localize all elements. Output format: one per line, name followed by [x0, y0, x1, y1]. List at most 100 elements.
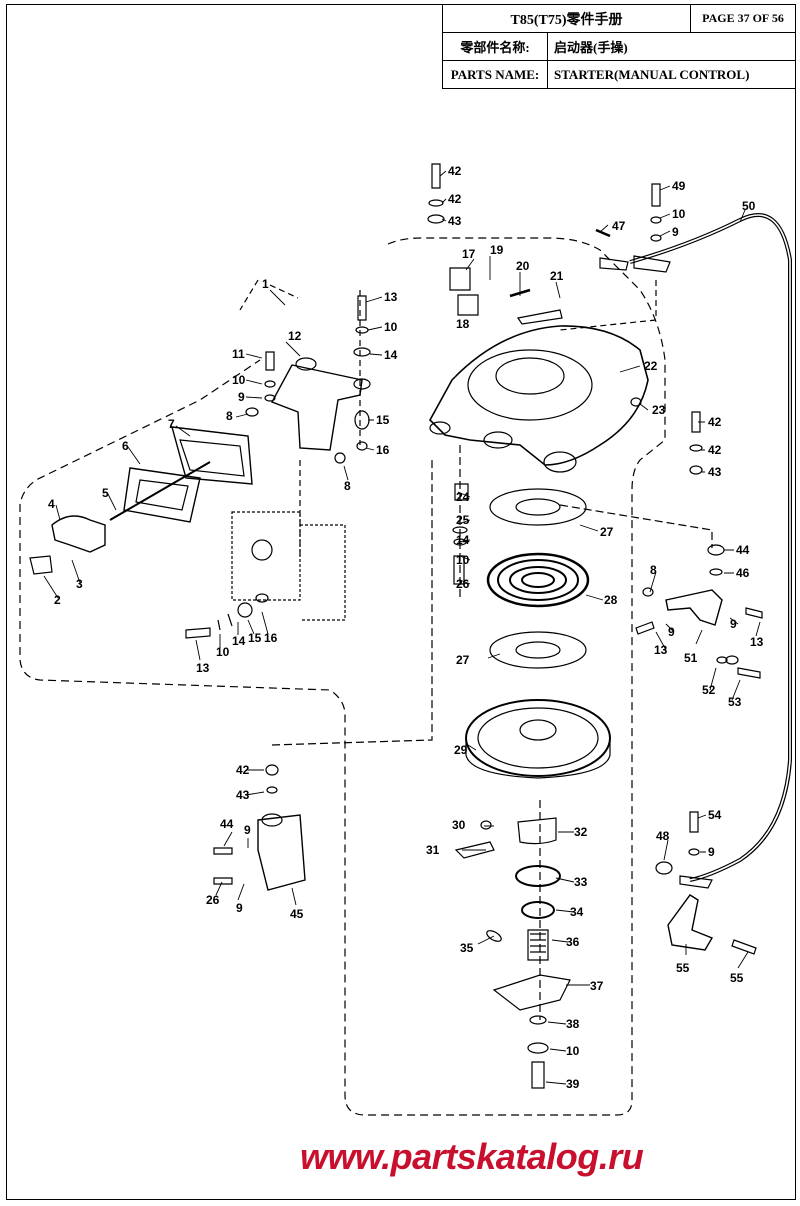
callout: 42	[708, 443, 722, 457]
callout: 15	[248, 631, 262, 645]
callout: 42	[448, 192, 462, 206]
page-number: PAGE 37 OF 56	[690, 4, 796, 33]
callout: 23	[652, 403, 666, 417]
callout: 52	[702, 683, 716, 697]
callout: 14	[384, 348, 398, 362]
starter-handle	[51, 515, 106, 553]
callout: 35	[460, 941, 474, 955]
callout: 42	[448, 164, 462, 178]
callout: 37	[590, 979, 604, 993]
callout: 31	[426, 843, 440, 857]
callout: 10	[232, 373, 246, 387]
callout: 7	[168, 417, 175, 431]
callout: 13	[654, 643, 668, 657]
callout: 28	[604, 593, 618, 607]
callout: 10	[216, 645, 230, 659]
callout: 9	[672, 225, 679, 239]
callout: 19	[490, 243, 504, 257]
callout: 29	[454, 743, 468, 757]
callout: 55	[676, 961, 690, 975]
callout: 51	[684, 651, 698, 665]
callout: 47	[612, 219, 626, 233]
handle-guide	[171, 426, 253, 485]
callout: 10	[672, 207, 686, 221]
pawl-sleeve	[517, 817, 557, 845]
callout: 9	[708, 845, 715, 859]
callout: 13	[384, 290, 398, 304]
callout: 8	[650, 563, 657, 577]
callout: 13	[196, 661, 210, 675]
bracket-lower	[257, 814, 306, 891]
callout: 44	[220, 817, 234, 831]
callout: 18	[456, 317, 470, 331]
callout: 10	[384, 320, 398, 334]
cable-bracket	[667, 894, 714, 951]
callout: 27	[456, 653, 470, 667]
title-block: T85(T75)零件手册 PAGE 37 OF 56 零部件名称: 启动器(手操…	[442, 4, 796, 89]
callout: 34	[570, 905, 584, 919]
callout: 33	[574, 875, 588, 889]
callout: 10	[566, 1044, 580, 1058]
callout: 9	[236, 901, 243, 915]
callout: 9	[238, 390, 245, 404]
callout-labels: 42 42 43 49 10 9 47 50 17 19 20 21 18 22…	[48, 164, 764, 1091]
callout: 16	[376, 443, 390, 457]
callout: 1	[262, 277, 269, 291]
callout: 14	[456, 533, 470, 547]
callout: 9	[730, 617, 737, 631]
bracket	[271, 364, 363, 451]
callout: 4	[48, 497, 55, 511]
parts-name-en-value: STARTER(MANUAL CONTROL)	[547, 60, 796, 89]
callout: 9	[244, 823, 251, 837]
callout: 2	[54, 593, 61, 607]
callout: 48	[656, 829, 670, 843]
callout: 26	[206, 893, 220, 907]
callout: 14	[232, 634, 246, 648]
callout: 45	[290, 907, 304, 921]
callout: 32	[574, 825, 588, 839]
callout: 36	[566, 935, 580, 949]
callout: 17	[462, 247, 476, 261]
callout: 13	[750, 635, 764, 649]
callout: 20	[516, 259, 530, 273]
starter-assembly-boundary	[19, 237, 666, 1116]
callout: 21	[550, 269, 564, 283]
callout: 30	[452, 818, 466, 832]
callout: 24	[456, 490, 470, 504]
spring-washer-top	[489, 488, 587, 526]
callout: 10	[456, 553, 470, 567]
callout: 15	[376, 413, 390, 427]
callout: 44	[736, 543, 750, 557]
drawing-frame	[6, 4, 796, 1200]
friction-plate	[492, 974, 571, 1011]
callout: 27	[600, 525, 614, 539]
callout: 49	[672, 179, 686, 193]
callout: 6	[122, 439, 129, 453]
callout: 46	[736, 566, 750, 580]
callout: 11	[232, 347, 245, 361]
parts-name-en-label: PARTS NAME:	[442, 60, 548, 89]
callout: 43	[448, 214, 462, 228]
callout: 43	[708, 465, 722, 479]
callout: 39	[566, 1077, 580, 1091]
callout: 43	[236, 788, 250, 802]
callout: 8	[344, 479, 351, 493]
callout: 26	[456, 577, 470, 591]
watermark: www.partskatalog.ru	[300, 1136, 644, 1177]
callout: 38	[566, 1017, 580, 1031]
callout: 5	[102, 486, 109, 500]
callout: 53	[728, 695, 742, 709]
callout: 42	[708, 415, 722, 429]
callout: 3	[76, 577, 83, 591]
callout: 25	[456, 513, 470, 527]
callout: 8	[226, 409, 233, 423]
callout: 12	[288, 329, 302, 343]
callout: 54	[708, 808, 722, 822]
callout: 55	[730, 971, 744, 985]
callout: 42	[236, 763, 250, 777]
callout: 22	[644, 359, 658, 373]
callout: 16	[264, 631, 278, 645]
recoil-spring	[486, 552, 590, 608]
starter-pulley	[465, 699, 611, 777]
